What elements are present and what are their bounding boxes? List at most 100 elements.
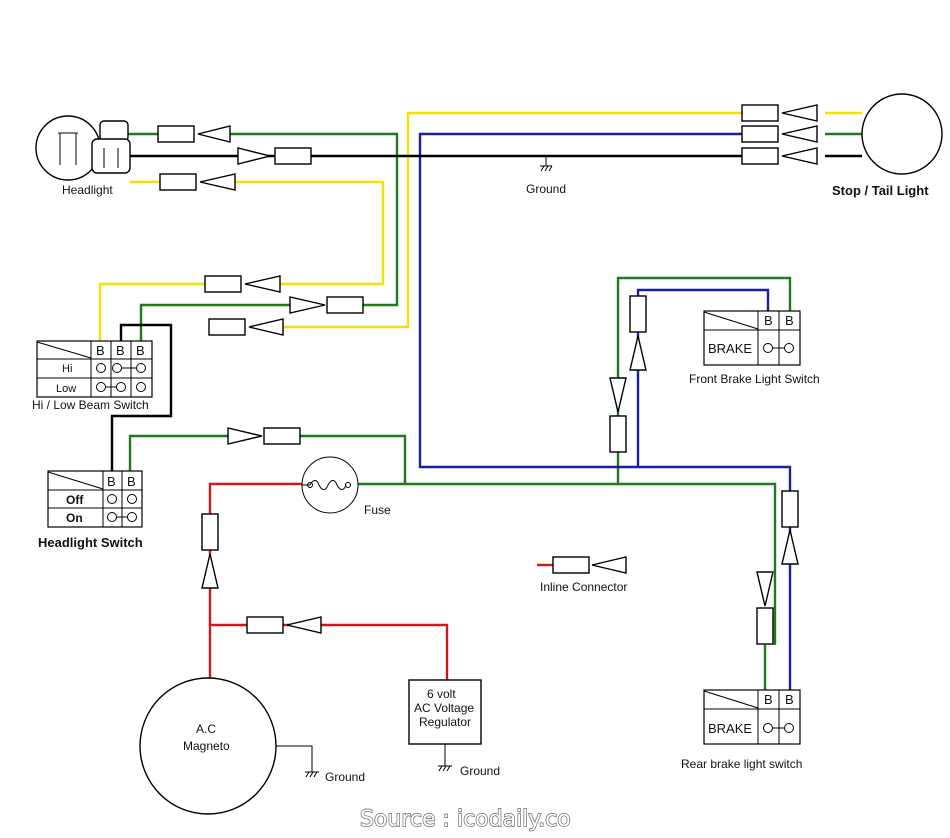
connectors bbox=[157, 104, 818, 645]
contact bbox=[127, 512, 137, 522]
headsw-row-off: Off bbox=[66, 493, 84, 507]
connector-socket bbox=[756, 571, 774, 607]
hilo-switch-label: Hi / Low Beam Switch bbox=[32, 398, 149, 412]
connector-plug bbox=[741, 125, 779, 143]
fuse-label: Fuse bbox=[364, 503, 391, 517]
wire-blue-front bbox=[636, 288, 770, 467]
ground-hatch bbox=[540, 165, 545, 172]
connector-socket bbox=[609, 377, 627, 413]
connector-socket bbox=[248, 318, 284, 336]
fuse-terminal bbox=[307, 482, 313, 488]
inline-connector-label: Inline Connector bbox=[540, 580, 627, 594]
connector-plug bbox=[629, 295, 647, 333]
contact bbox=[96, 363, 106, 373]
rear-brake-row: BRAKE bbox=[708, 721, 752, 736]
wire-blue-main bbox=[418, 132, 792, 690]
blue-wires bbox=[418, 132, 792, 690]
table-diagonal bbox=[703, 690, 759, 709]
table-diagonal bbox=[47, 471, 104, 490]
connector-plug bbox=[552, 556, 590, 574]
connector-plug bbox=[741, 147, 779, 165]
magneto-ground-wire bbox=[276, 745, 313, 772]
ground-hatch bbox=[548, 165, 553, 172]
contact bbox=[116, 382, 126, 392]
connector-plug bbox=[263, 427, 301, 445]
wire-green-headsw-b bbox=[300, 434, 407, 484]
connector-plug bbox=[274, 147, 312, 165]
contact bbox=[127, 494, 137, 504]
connector-plug bbox=[208, 318, 246, 336]
connector-socket bbox=[591, 556, 627, 574]
ground-hatch bbox=[305, 771, 310, 778]
magneto-ground-label: Ground bbox=[325, 770, 365, 784]
hilo-header-2: B bbox=[116, 343, 125, 358]
connector-socket bbox=[289, 296, 326, 314]
wire-green-headlight-b bbox=[230, 132, 399, 307]
magneto-label-1: A.C bbox=[196, 722, 216, 736]
connector-socket bbox=[781, 104, 818, 122]
wire-green-fuse bbox=[357, 482, 777, 645]
stop-tail-label: Stop / Tail Light bbox=[832, 183, 929, 198]
wire-red-regulator bbox=[210, 623, 449, 680]
regulator-label-3: Regulator bbox=[419, 715, 471, 729]
hilo-header-3: B bbox=[136, 343, 145, 358]
rear-brake-label: Rear brake light switch bbox=[681, 757, 802, 771]
green-wires bbox=[128, 132, 862, 690]
fuse-element bbox=[309, 480, 347, 490]
table-diagonal bbox=[703, 311, 759, 330]
headsw-header-1: B bbox=[107, 474, 116, 489]
ground-hatch bbox=[313, 771, 318, 778]
stop-tail-light: Stop / Tail Light bbox=[832, 93, 943, 198]
headlight-plug-housing bbox=[91, 138, 131, 174]
connector-plug bbox=[204, 275, 242, 293]
connector-plug bbox=[157, 125, 195, 143]
fuse-terminal bbox=[345, 482, 351, 488]
connector-socket bbox=[237, 147, 271, 165]
table-diagonal bbox=[36, 341, 92, 359]
regulator-label-1: 6 volt bbox=[427, 687, 456, 701]
wire-yellow-headlight-b bbox=[235, 180, 385, 286]
tail-lamp bbox=[861, 93, 943, 175]
voltage-regulator: 6 volt AC Voltage Regulator Ground bbox=[408, 679, 500, 778]
headlight-lamp bbox=[35, 115, 101, 181]
ground-hatch bbox=[442, 765, 447, 772]
wire-red-fuse bbox=[208, 482, 302, 680]
connector-plug bbox=[246, 616, 284, 634]
headsw-row-on: On bbox=[66, 511, 83, 525]
connector-plug bbox=[326, 296, 364, 314]
contact bbox=[107, 494, 117, 504]
ground-hatch bbox=[309, 771, 314, 778]
contact bbox=[136, 363, 146, 373]
rear-brake-switch: B B BRAKE Rear brake light switch bbox=[681, 689, 802, 771]
connector-socket bbox=[781, 529, 799, 565]
headlight-label: Headlight bbox=[62, 183, 113, 197]
rear-brake-header-1: B bbox=[764, 692, 773, 707]
wire-yellow-main bbox=[280, 111, 742, 329]
connector-socket bbox=[199, 173, 236, 191]
hilo-beam-switch: B B B Hi Low Hi / Low Beam Switch bbox=[32, 340, 153, 412]
magneto-label-2: Magneto bbox=[183, 739, 230, 753]
connector-plug bbox=[781, 490, 799, 528]
regulator-ground-label: Ground bbox=[460, 764, 500, 778]
contact bbox=[784, 723, 794, 733]
regulator-label-2: AC Voltage bbox=[414, 701, 474, 715]
rear-brake-header-2: B bbox=[785, 692, 794, 707]
front-brake-header-1: B bbox=[764, 313, 773, 328]
hilo-header-1: B bbox=[96, 343, 105, 358]
connector-socket bbox=[201, 553, 219, 589]
headlight-switch-label: Headlight Switch bbox=[38, 535, 143, 550]
connector-socket bbox=[197, 125, 231, 143]
ground-top: Ground bbox=[526, 156, 566, 196]
headlight-switch: B B Off On Headlight Switch bbox=[38, 470, 143, 550]
rear-brake-table bbox=[703, 689, 801, 745]
headlight-switch-table bbox=[47, 470, 143, 528]
contact bbox=[136, 382, 146, 392]
wire-green-hilo bbox=[139, 303, 290, 341]
front-brake-row: BRAKE bbox=[708, 341, 752, 356]
ground-hatch bbox=[446, 765, 451, 772]
black-wires bbox=[110, 154, 862, 471]
connector-socket bbox=[781, 147, 818, 165]
hilo-table bbox=[36, 340, 153, 398]
connector-plug bbox=[609, 415, 627, 453]
